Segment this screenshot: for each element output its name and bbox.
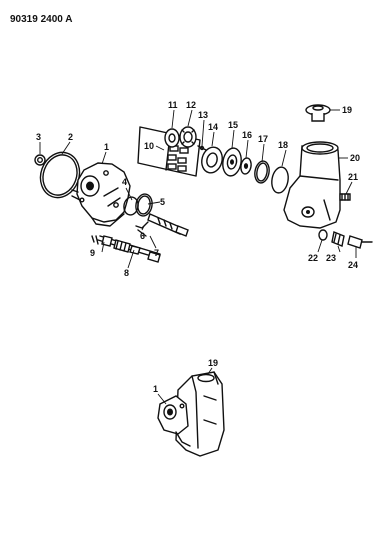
callout-4: 4 — [122, 177, 127, 187]
assembled-pump-inset: 1 19 — [153, 358, 225, 457]
part-1-pump-housing — [71, 162, 131, 227]
document-id: 90319 2400 A — [10, 14, 72, 25]
part-18-o-ring — [271, 166, 289, 194]
part-23-fitting — [331, 231, 345, 247]
inset-callout-19: 19 — [208, 358, 218, 368]
callout-24: 24 — [348, 260, 358, 270]
callout-7: 7 — [154, 248, 159, 258]
callout-15: 15 — [228, 120, 238, 130]
callout-16: 16 — [242, 130, 252, 140]
part-21-mounting-stud — [339, 193, 351, 201]
callout-1: 1 — [104, 142, 109, 152]
callout-21: 21 — [348, 172, 358, 182]
callout-3: 3 — [36, 132, 41, 142]
callout-13: 13 — [198, 110, 208, 120]
callout-23: 23 — [326, 253, 336, 263]
part-3-seal — [34, 154, 46, 166]
callout-19: 19 — [342, 105, 352, 115]
part-11-pressure-plate — [164, 128, 180, 148]
part-19-reservoir-cap — [305, 104, 331, 122]
callout-9: 9 — [90, 248, 95, 258]
callout-labels: 3 2 1 4 5 6 7 8 9 10 11 12 13 14 15 16 1… — [36, 100, 360, 278]
callout-17: 17 — [258, 134, 268, 144]
callout-5: 5 — [160, 197, 165, 207]
part-14-cam-ring — [201, 146, 223, 174]
part-13-dowel-pin — [197, 145, 207, 151]
part-12-rotor — [179, 126, 197, 148]
callout-6: 6 — [140, 231, 145, 241]
callout-8: 8 — [124, 268, 129, 278]
leader-lines — [39, 109, 357, 269]
part-20-reservoir — [283, 141, 341, 229]
part-22-o-ring — [318, 229, 328, 241]
inset-callout-1: 1 — [153, 384, 158, 394]
callout-14: 14 — [208, 122, 218, 132]
callout-20: 20 — [350, 153, 360, 163]
callout-18: 18 — [278, 140, 288, 150]
callout-10: 10 — [144, 141, 154, 151]
part-16-seal — [240, 157, 252, 175]
callout-12: 12 — [186, 100, 196, 110]
callout-11: 11 — [168, 100, 178, 110]
part-15-thrust-plate — [222, 147, 242, 177]
callout-2: 2 — [68, 132, 73, 142]
part-8-9-flow-control-valve — [91, 235, 161, 263]
part-4-5-o-rings — [123, 193, 153, 217]
part-17-o-ring — [254, 160, 270, 184]
part-7-drive-shaft — [135, 213, 189, 237]
part-24-connector — [347, 235, 373, 249]
callout-22: 22 — [308, 253, 318, 263]
